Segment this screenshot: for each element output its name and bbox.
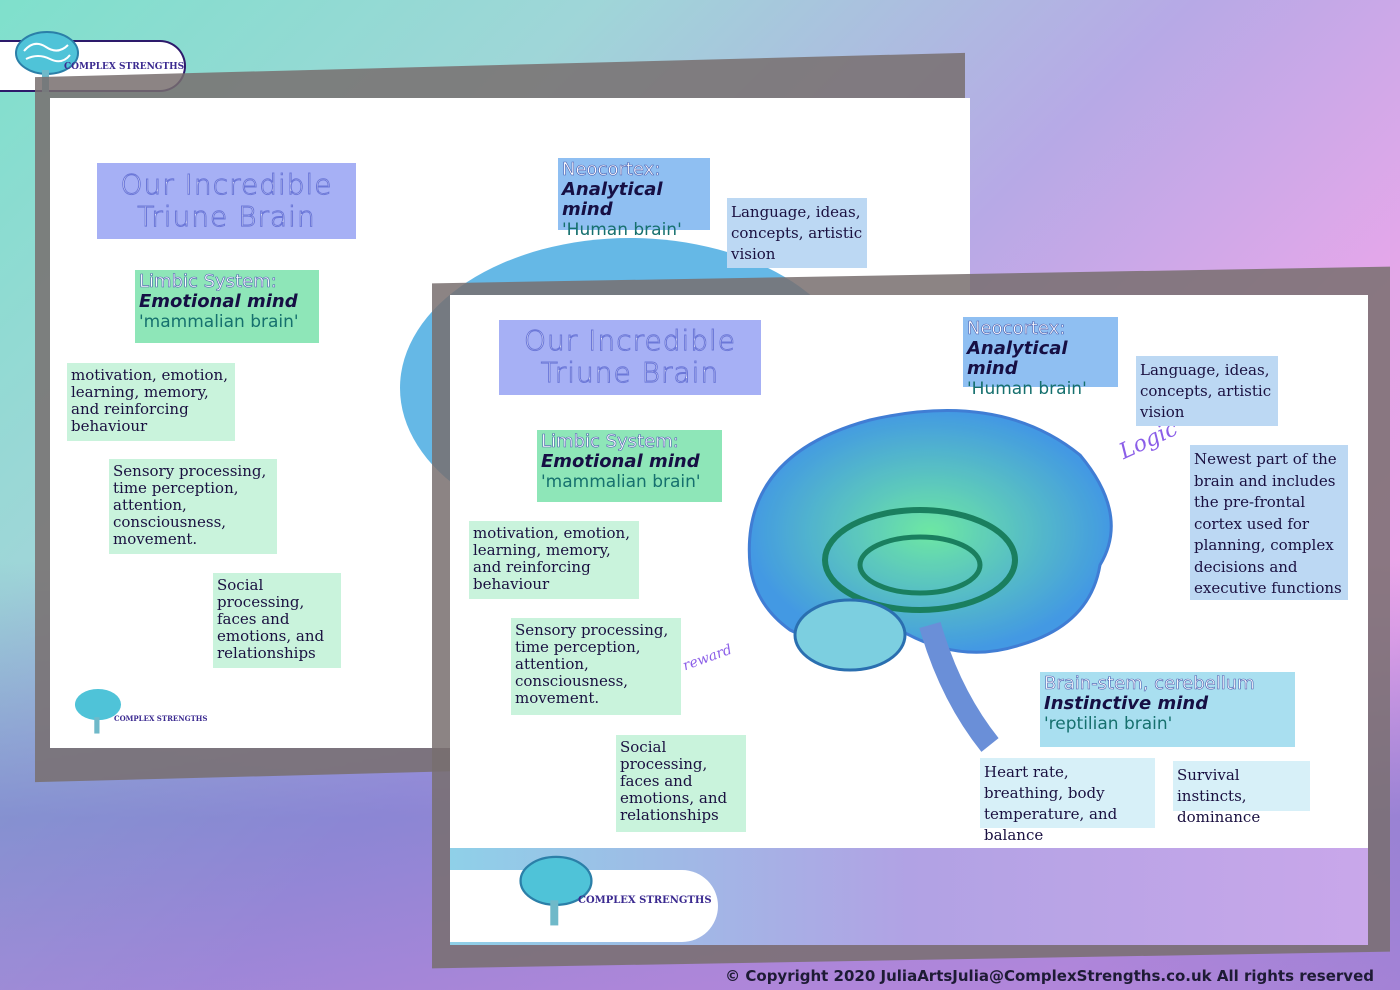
label-nickname: 'Human brain' bbox=[967, 379, 1087, 399]
brand-name: COMPLEX STRENGTHS bbox=[64, 62, 185, 72]
brain-illustration bbox=[747, 409, 1113, 752]
label-mind: Emotional mind bbox=[541, 451, 700, 472]
brain-logo-icon bbox=[74, 688, 122, 734]
label-mind: Emotional mind bbox=[139, 291, 298, 312]
label-nickname: 'Human brain' bbox=[562, 220, 682, 240]
note-language: Language, ideas, concepts, artistic visi… bbox=[1136, 356, 1278, 426]
note-motivation: motivation, emotion, learning, memory, a… bbox=[67, 363, 235, 441]
brain-logo-icon bbox=[519, 855, 593, 926]
title-line: Our Incredible bbox=[523, 324, 737, 357]
label-mind: Analytical mind bbox=[562, 179, 663, 220]
neocortex-label: Neocortex:Analytical mind'Human brain' bbox=[963, 317, 1118, 399]
label-mind: Instinctive mind bbox=[1044, 693, 1209, 714]
title-line: Triune Brain bbox=[137, 200, 316, 233]
brand-name: COMPLEX STRENGTHS bbox=[578, 895, 712, 906]
title-line: Triune Brain bbox=[540, 356, 720, 389]
brand-name: COMPLEX STRENGTHS bbox=[114, 714, 208, 723]
label-name: Neocortex: bbox=[967, 318, 1066, 339]
neocortex-label: Neocortex:Analytical mind'Human brain' bbox=[558, 158, 710, 240]
title-line: Our Incredible bbox=[120, 168, 333, 201]
note-newest: Newest part of the brain and includes th… bbox=[1190, 445, 1348, 600]
note-motivation: motivation, emotion, learning, memory, a… bbox=[469, 521, 639, 599]
label-mind: Analytical mind bbox=[967, 338, 1068, 379]
label-name: Neocortex: bbox=[562, 159, 661, 180]
label-nickname: 'reptilian brain' bbox=[1044, 714, 1173, 734]
note-social: Social processing, faces and emotions, a… bbox=[616, 735, 746, 832]
note-heart: Heart rate, breathing, body temperature,… bbox=[980, 758, 1155, 844]
limbic-label: Limbic System:Emotional mind'mammalian b… bbox=[537, 430, 722, 502]
label-nickname: 'mammalian brain' bbox=[139, 312, 299, 332]
limbic-label: Limbic System:Emotional mind'mammalian b… bbox=[135, 270, 319, 343]
label-name: Limbic System: bbox=[139, 271, 277, 292]
note-sensory: Sensory processing, time perception, att… bbox=[511, 618, 681, 715]
note-social: Social processing, faces and emotions, a… bbox=[213, 573, 341, 668]
label-nickname: 'mammalian brain' bbox=[541, 472, 701, 492]
note-sensory: Sensory processing, time perception, att… bbox=[109, 459, 277, 554]
copyright-text: © Copyright 2020 JuliaArtsJulia@ComplexS… bbox=[725, 967, 1374, 985]
label-name: Limbic System: bbox=[541, 431, 679, 452]
note-language: Language, ideas, concepts, artistic visi… bbox=[727, 198, 867, 268]
note-survival: Survival instincts, dominance bbox=[1173, 761, 1310, 826]
reward-scribble: reward bbox=[680, 641, 735, 675]
label-name: Brain-stem, cerebellum bbox=[1044, 673, 1255, 694]
